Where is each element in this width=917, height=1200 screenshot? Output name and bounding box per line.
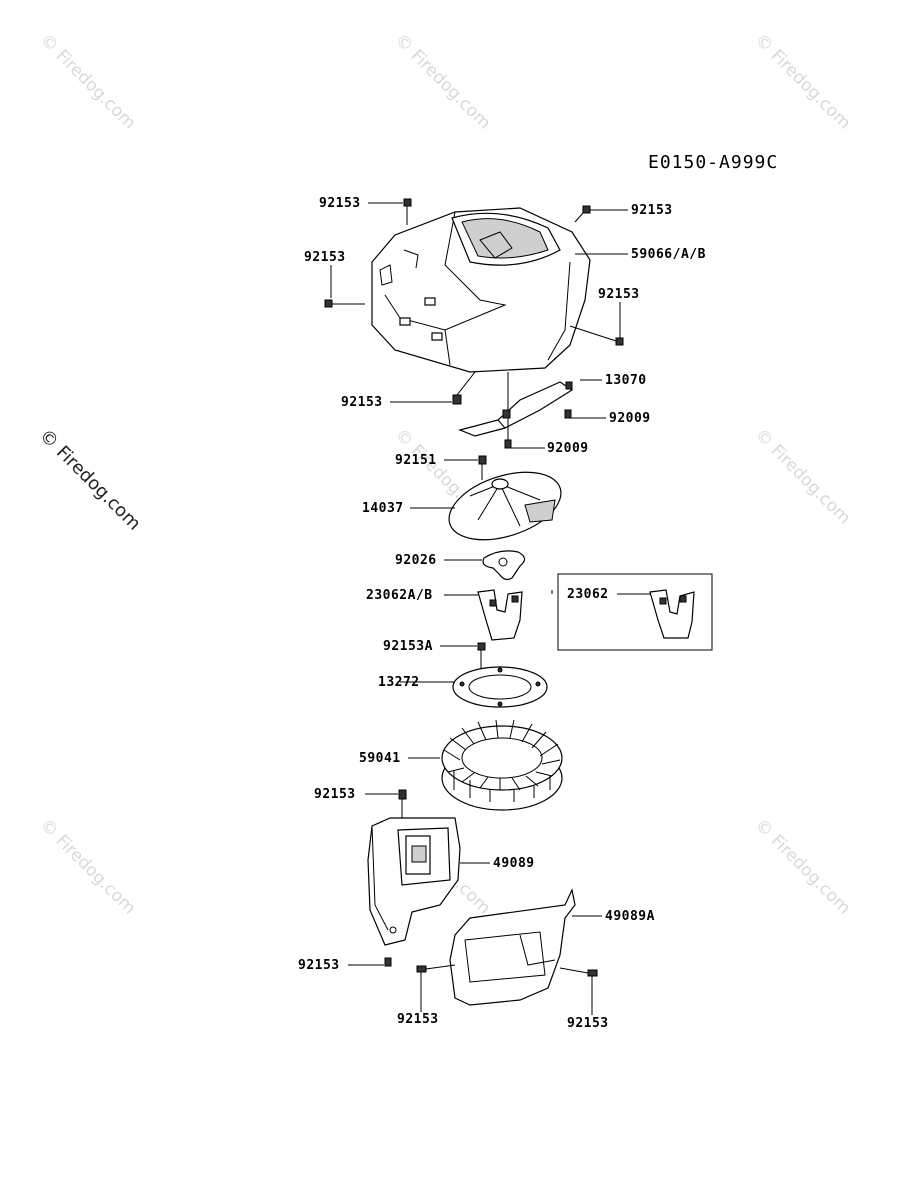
- callout-92153: 92153: [598, 287, 640, 302]
- callout-92153a: 92153A: [383, 639, 433, 654]
- gasket-92026-drawing: [482, 550, 526, 581]
- callout-92153: 92153: [304, 250, 346, 265]
- callout-59041: 59041: [359, 751, 401, 766]
- callout-13070: 13070: [605, 373, 647, 388]
- bracket-23062ab-drawing: [477, 589, 553, 641]
- plate-13070-drawing: [458, 381, 574, 449]
- callout-92153: 92153: [567, 1016, 609, 1031]
- inset-box: [557, 573, 713, 651]
- diagram-code: E0150-A999C: [648, 152, 779, 173]
- callout-92151: 92151: [395, 453, 437, 468]
- blower-housing-drawing: [371, 207, 591, 373]
- cover-49089a-drawing: [416, 888, 598, 1006]
- callout-23062: 23062: [567, 587, 609, 602]
- callout-59066-a-b: 59066/A/B: [631, 247, 706, 262]
- callout-13272: 13272: [378, 675, 420, 690]
- callout-49089a: 49089A: [605, 909, 655, 924]
- callout-14037: 14037: [362, 501, 404, 516]
- ring-13272-drawing: [452, 642, 548, 708]
- callout-92153: 92153: [314, 787, 356, 802]
- callout-92153: 92153: [631, 203, 673, 218]
- callout-92009: 92009: [609, 411, 651, 426]
- callout-92153: 92153: [397, 1012, 439, 1027]
- callout-92153: 92153: [341, 395, 383, 410]
- callout-92026: 92026: [395, 553, 437, 568]
- fan-59041-drawing: [441, 719, 563, 811]
- cover-49089-drawing: [367, 789, 461, 967]
- callout-92153: 92153: [298, 958, 340, 973]
- callout-92153: 92153: [319, 196, 361, 211]
- callout-23062a-b: 23062A/B: [366, 588, 433, 603]
- screen-14037-drawing: [448, 455, 562, 541]
- leader-lines: [330, 202, 650, 1015]
- callout-92009: 92009: [547, 441, 589, 456]
- callout-49089: 49089: [493, 856, 535, 871]
